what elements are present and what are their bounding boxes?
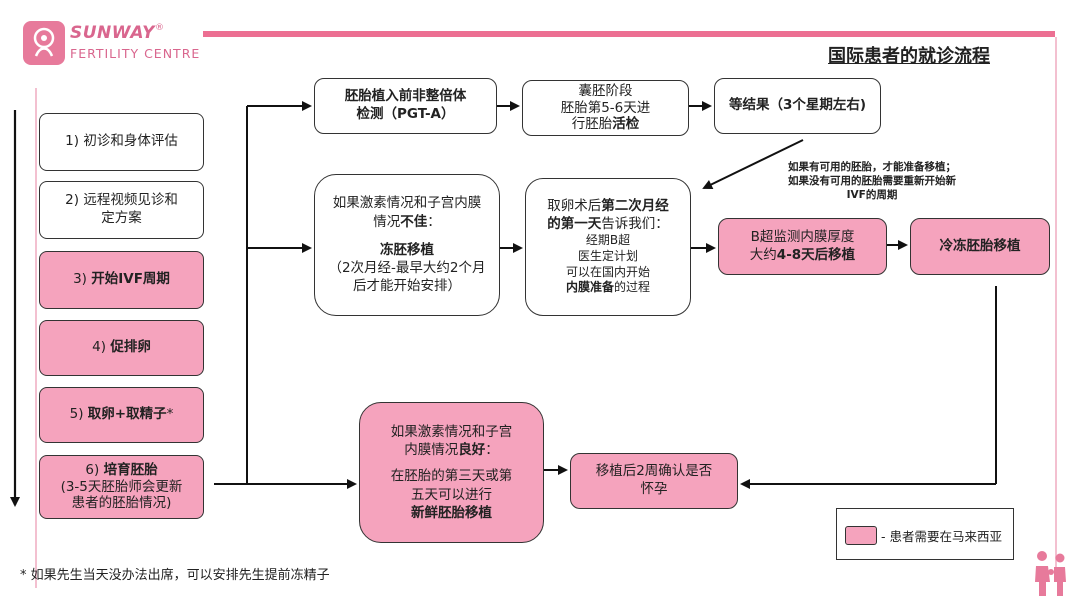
scan-label-pre: 大约 [749,246,777,263]
ultrasound-monitor-box: B超监测内膜厚度 大约4-8天后移植 [718,218,887,275]
logo-subtitle: FERTILITY CENTRE [70,46,201,61]
logo-reg: ® [154,23,164,33]
biopsy-label-b: 胚胎第5-6天进 [560,99,651,116]
fresh-cond-a: 如果激素情况和子宫 [390,423,513,440]
fresh-cond-b: 内膜情况 [404,442,459,459]
frozen-cond-a: 如果激素情况和子宫内膜 [332,195,482,212]
sunway-logo-icon [23,21,65,65]
step-6-desc-a: (3-5天胚胎师会更新 [60,478,183,495]
frozen-cond-bold: 不佳 [400,213,428,230]
step-5-num: 5) [69,406,88,423]
step-3-label: 开始IVF周期 [91,271,170,288]
confirm-label-b: 怀孕 [640,481,668,497]
mens-prep-post: 的过程 [614,280,651,295]
step-2-video-consult: 2) 远程视频见诊和 定方案 [39,181,204,239]
logo-brand: SUNWAY [70,23,155,43]
step-3-start-ivf: 3) 开始IVF周期 [39,251,204,309]
frozen-transfer-label: 冻胚移植 [380,241,434,258]
mens-scan: 经期B超 [585,233,631,248]
step-6-num: 6) [85,461,104,478]
step-1-initial-consult: 1) 初诊和身体评估 [39,113,204,171]
frozen-transfer-condition-box: 如果激素情况和子宫内膜 情况不佳： 冻胚移植 （2次月经-最早大约2个月 后才能… [314,174,500,316]
step-5-label: 取卵+取精子 [87,406,167,423]
step-2-label-a: 2) 远程视频见诊和 [65,192,178,209]
step-4-num: 4) [92,339,111,356]
fresh-timing-b: 五天可以进行 [411,486,492,503]
footnote: * 如果先生当天没办法出席，可以安排先生提前冻精子 [20,568,330,583]
mens-a-pre: 取卵术后 [547,198,602,215]
legend: - 患者需要在马来西亚 [836,508,1014,560]
step-1-label: 1) 初诊和身体评估 [65,133,178,150]
right-rule [1055,37,1057,582]
frozen-cond-colon: ： [427,213,441,230]
frozen-embryo-transfer-box: 冷冻胚胎移植 [910,218,1050,275]
mens-local: 可以在国内开始 [565,264,650,279]
embryo-availability-note: 如果有可用的胚胎，才能准备移植； 如果没有可用的胚胎需要重新开始新 IVF的周期 [742,160,1002,203]
step-6-embryo-culture: 6) 培育胚胎 (3-5天胚胎师会更新 患者的胚胎情况) [39,455,204,519]
pgt-a-box: 胚胎植入前非整倍体 检测（PGT-A） [314,78,497,134]
pgt-a-label-a: 胚胎植入前非整倍体 [344,88,467,105]
step-5-star: * [166,406,174,423]
arrow-result-mens [702,139,804,190]
fresh-cond-bold: 良好 [458,442,486,459]
pregnancy-confirm-box: 移植后2周确认是否 怀孕 [570,453,738,509]
frozen-cond-b: 情况 [373,213,401,230]
biopsy-label-c: 行胚胎 [571,116,613,133]
sunway-logo: SUNWAY® FERTILITY CENTRE [22,20,202,70]
step-4-stimulation: 4) 促排卵 [39,320,204,376]
step-6-label: 培育胚胎 [103,461,158,478]
left-rule [35,88,37,588]
mens-prep-bold: 内膜准备 [565,280,614,295]
step-3-num: 3) [73,271,92,288]
note-line-3: IVF的周期 [846,189,898,202]
biopsy-box: 囊胚阶段 胚胎第5-6天进 行胚胎活检 [522,80,689,136]
biopsy-label-a: 囊胚阶段 [578,82,633,99]
mens-a-bold: 第二次月经 [601,198,669,215]
fet-label: 冷冻胚胎移植 [939,237,1021,254]
wait-result-box: 等结果（3个星期左右) [714,78,881,134]
mens-plan: 医生定计划 [577,248,638,263]
fresh-cond-colon: ： [485,442,499,459]
note-line-2: 如果没有可用的胚胎需要重新开始新 [788,175,956,188]
scan-label-bold: 4-8天后移植 [776,246,856,263]
page-title: 国际患者的就诊流程 [828,46,990,67]
fresh-transfer-box: 如果激素情况和子宫 内膜情况良好： 在胚胎的第三天或第 五天可以进行 新鲜胚胎移… [359,402,544,543]
biopsy-label-bold: 活检 [612,116,640,133]
note-line-1: 如果有可用的胚胎，才能准备移植； [788,161,956,173]
step-4-label: 促排卵 [110,339,151,356]
mens-b-bold: 的第一天 [547,215,602,232]
confirm-label-a: 移植后2周确认是否 [595,463,713,480]
second-period-box: 取卵术后第二次月经 的第一天告诉我们： 经期B超 医生定计划 可以在国内开始 内… [525,178,691,316]
legend-label: - 患者需要在马来西亚 [881,529,1002,544]
fresh-timing-a: 在胚胎的第三天或第 [390,468,513,485]
frozen-timing-a: （2次月经-最早大约2个月 [328,260,486,277]
wait-result-label: 等结果（3个星期左右) [728,97,867,114]
pgt-a-label-b: 检测（PGT-A） [356,106,455,122]
frozen-timing-b: 后才能开始安排） [353,278,461,295]
step-5-retrieval: 5) 取卵+取精子* [39,387,204,443]
step-2-label-b: 定方案 [101,210,142,226]
header-rule [203,31,1055,37]
step-6-desc-b: 患者的胚胎情况) [71,495,172,512]
scan-label-a: B超监测内膜厚度 [750,228,855,245]
family-figure-icon [1035,551,1066,596]
mens-b-post: 告诉我们： [601,215,669,232]
fresh-transfer-label: 新鲜胚胎移植 [411,504,492,521]
legend-swatch [845,526,877,545]
